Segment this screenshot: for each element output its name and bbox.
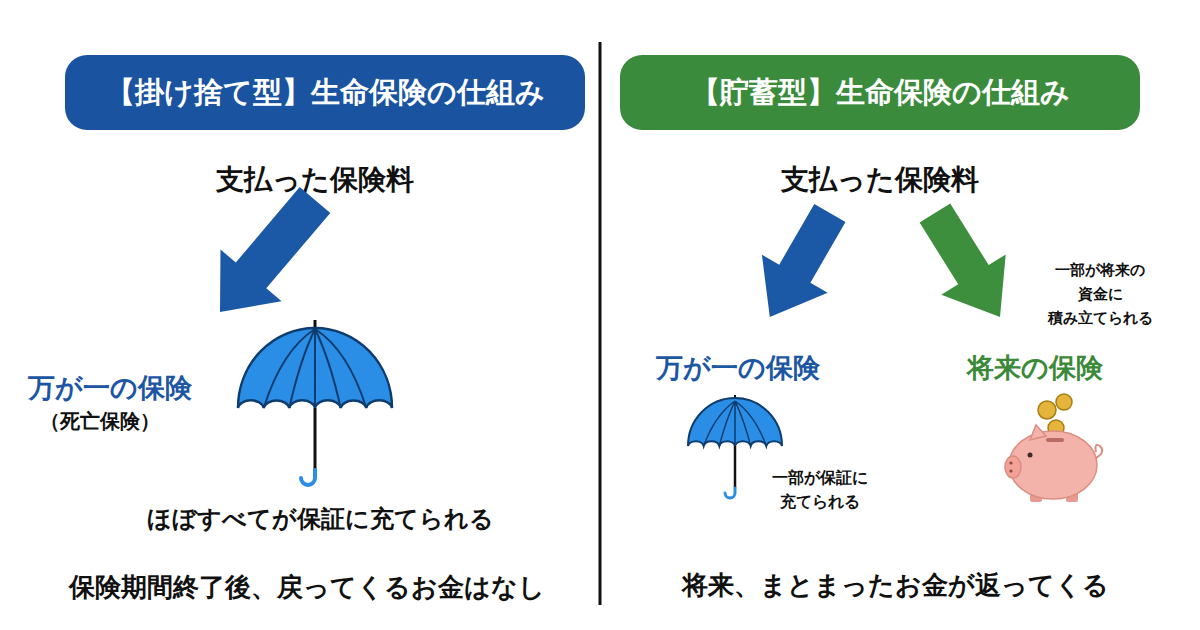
divider-line [599,42,602,605]
node-label: 支払った保険料 [781,161,979,199]
piggy-bank-icon [1005,394,1102,502]
small-umbrella-icon [688,395,782,498]
note-text: ほぼすべてが保証に充てられる [20,503,620,535]
node-label: 将来の保険 [967,350,1103,386]
node-sublabel: （死亡保険） [40,408,160,435]
note-text: 一部が保証に 充てられる [764,466,876,514]
node-label: 【貯蓄型】生命保険の仕組み [691,73,1070,113]
title-box: 【掛け捨て型】生命保険の仕組み [65,55,585,130]
block-arrow [920,203,1006,317]
node-label: 万が一の保険 [28,370,192,406]
node-label: 支払った保険料 [216,161,414,199]
umbrella-icon [238,320,392,485]
title-box: 【貯蓄型】生命保険の仕組み [620,55,1140,130]
insurance-node: 万が一の保険 [630,315,845,390]
payment-node: 支払った保険料 [730,160,1030,200]
note-text: 保険期間終了後、戻ってくるお金はなし [7,570,607,604]
node-label: 万が一の保険 [656,350,820,386]
insurance-node: 万が一の保険（死亡保険） [20,310,420,440]
note-text: 一部が将来の 資金に 積み立てられる [1038,258,1163,330]
node-label: 【掛け捨て型】生命保険の仕組み [106,73,545,113]
block-arrow [762,204,846,317]
note-text: 将来、まとまったお金が返ってくる [595,568,1195,602]
block-arrow [220,187,330,312]
payment-node: 支払った保険料 [165,160,465,200]
